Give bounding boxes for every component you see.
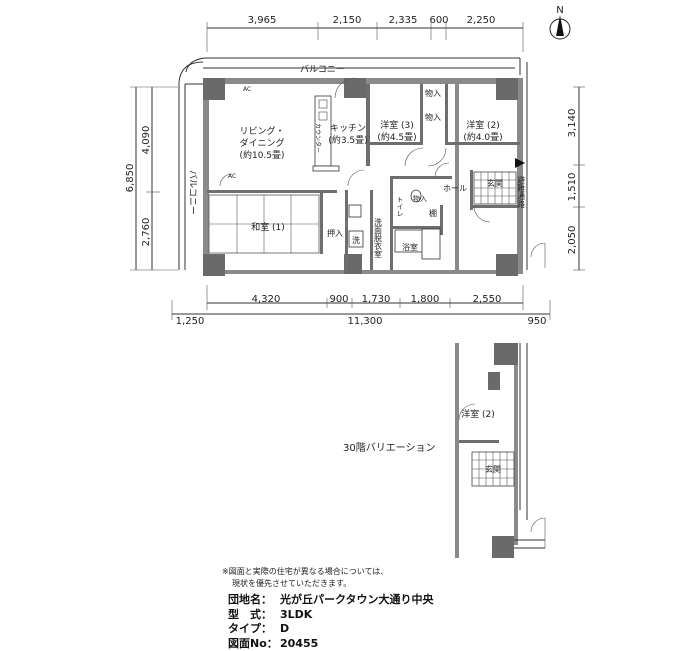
label-variation-genkan: 玄関 xyxy=(485,464,501,474)
label-monoire-c: 物入 xyxy=(413,194,427,203)
info-value-type: D xyxy=(280,622,289,635)
dim-bottom-2: 900 xyxy=(329,294,348,305)
label-yoshitsu2-1: 洋室 (2) xyxy=(466,119,500,131)
label-ac-b: AC xyxy=(228,173,236,180)
left-dimension-line: 4,090 6,850 2,760 xyxy=(125,87,178,270)
info-label-kata: 型 式： xyxy=(228,608,280,623)
label-ac-a: AC xyxy=(243,86,251,93)
label-kitchen-1: キッチン xyxy=(330,123,366,134)
door-arcs xyxy=(220,78,490,222)
label-hinan: 避難通路 xyxy=(517,175,526,208)
right-dimension-line: 3,140 1,510 2,050 xyxy=(567,87,585,270)
variation-label: 30階バリエーション xyxy=(343,442,436,454)
dim-top-2: 2,150 xyxy=(333,15,362,26)
dim-left-3: 2,760 xyxy=(141,218,152,247)
dim-top-5: 2,250 xyxy=(467,15,496,26)
label-hall: ホール xyxy=(443,184,467,193)
dim-bottom-5: 2,550 xyxy=(473,294,502,305)
label-living-1: リビング・ xyxy=(239,125,284,137)
genkan-tile xyxy=(474,172,516,204)
north-arrow-icon: N xyxy=(550,5,570,39)
label-toilet: トイレ xyxy=(396,196,404,217)
dim-top-4: 600 xyxy=(429,15,448,26)
dim-right-2: 1,510 xyxy=(567,173,578,202)
property-info: 団地名：光が丘パークタウン大通り中央 型 式：3LDK タイプ：D 図面No：2… xyxy=(228,593,434,651)
note-line-1: ※図面と実際の住宅が異なる場合については、 xyxy=(222,566,388,578)
info-value-danchi: 光が丘パークタウン大通り中央 xyxy=(280,593,434,606)
label-kitchen-2: (約3.5畳) xyxy=(328,134,367,146)
note-line-2: 現状を優先させていただきます。 xyxy=(222,578,388,590)
disclaimer-note: ※図面と実際の住宅が異なる場合については、 現状を優先させていただきます。 xyxy=(222,566,388,590)
dim-left-2: 6,850 xyxy=(125,164,136,193)
info-row-zumen: 図面No：20455 xyxy=(228,637,434,651)
label-genkan: 玄関 xyxy=(487,178,503,188)
label-living-3: (約10.5畳) xyxy=(239,149,284,161)
label-washitsu: 和室 (1) xyxy=(251,221,285,233)
label-yoshitsu3-1: 洋室 (3) xyxy=(380,119,414,131)
label-monoire-a: 物入 xyxy=(425,88,441,98)
dim-bottom2-1: 1,250 xyxy=(176,316,205,327)
dim-bottom2-2: 11,300 xyxy=(348,316,383,327)
dim-bottom-3: 1,730 xyxy=(362,294,391,305)
label-sen: 洗 xyxy=(352,235,360,245)
info-row-type: タイプ：D xyxy=(228,622,434,637)
dim-right-1: 3,140 xyxy=(567,109,578,138)
dim-bottom-1: 4,320 xyxy=(252,294,281,305)
info-value-zumen: 20455 xyxy=(280,637,318,650)
label-monoire-b: 物入 xyxy=(425,112,441,122)
label-oshiire: 押入 xyxy=(327,228,343,238)
info-label-type: タイプ： xyxy=(228,622,280,637)
info-label-danchi: 団地名： xyxy=(228,593,280,608)
dim-bottom-4: 1,800 xyxy=(411,294,440,305)
info-value-kata: 3LDK xyxy=(280,608,312,621)
info-row-danchi: 団地名：光が丘パークタウン大通り中央 xyxy=(228,593,434,608)
label-balcony-left: バルコニー xyxy=(187,170,198,215)
label-tana: 棚 xyxy=(429,208,437,218)
label-counter: カウンター xyxy=(314,123,322,153)
label-senmen: 洗面脱衣室 xyxy=(374,217,383,258)
compass-label: N xyxy=(556,5,563,16)
dim-top-3: 2,335 xyxy=(389,15,418,26)
label-balcony-top: バルコニー xyxy=(300,64,345,75)
info-row-kata: 型 式：3LDK xyxy=(228,608,434,623)
dim-left-1: 4,090 xyxy=(141,126,152,155)
bottom-dimension-line: 4,320 900 1,730 1,800 2,550 1,250 11,300… xyxy=(172,285,550,327)
dim-bottom2-3: 950 xyxy=(527,316,546,327)
label-yoshitsu3-2: (約4.5畳) xyxy=(377,131,416,143)
dim-right-3: 2,050 xyxy=(567,226,578,255)
top-dimension-line: 3,965 2,150 2,335 600 2,250 xyxy=(207,15,523,52)
label-yoshitsu2-2: (約4.0畳) xyxy=(463,131,502,143)
variation-plan: 洋室 (2) 玄関 xyxy=(455,343,545,558)
info-label-zumen: 図面No： xyxy=(228,637,280,651)
label-yokushitsu: 浴室 xyxy=(402,242,418,252)
label-variation-room: 洋室 (2) xyxy=(461,408,495,420)
label-living-2: ダイニング xyxy=(239,137,284,149)
dim-top-1: 3,965 xyxy=(248,15,277,26)
interior-walls xyxy=(207,84,520,270)
